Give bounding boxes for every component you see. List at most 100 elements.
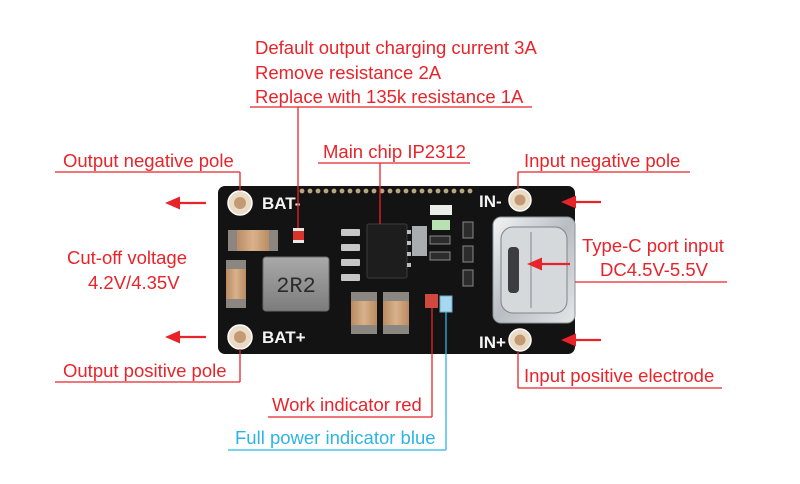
resistor-terminal: [293, 240, 304, 243]
type-c-tongue: [508, 247, 519, 293]
header-pin: [403, 188, 409, 194]
capacitor-terminal: [269, 230, 278, 251]
arrow-left-icon: [165, 330, 206, 344]
header-pin: [339, 188, 345, 194]
header-pin: [371, 188, 377, 194]
smd-pad-column: [341, 229, 360, 281]
header-pin-row: [299, 188, 473, 194]
charging-current-note-line2: Remove resistance 2A: [255, 62, 442, 83]
main-chip-label: Main chip IP2312: [323, 141, 466, 162]
capacitor-terminal: [226, 299, 246, 308]
full-power-indicator-led: [439, 295, 453, 313]
pad-hole: [514, 334, 526, 346]
smd-component: [430, 205, 452, 215]
header-pin: [427, 188, 433, 194]
header-pin: [307, 188, 313, 194]
chip-lead: [407, 252, 411, 256]
silk-bat-positive: BAT+: [262, 328, 306, 347]
charging-current-note-line3: Replace with 135k resistance 1A: [255, 86, 524, 107]
capacitor-terminal: [383, 325, 409, 334]
inductor-body: [262, 256, 330, 312]
output-positive-label: Output positive pole: [63, 360, 227, 381]
type-c-port: [492, 216, 576, 324]
capacitor-body: [383, 300, 409, 326]
smd-pad: [341, 274, 360, 281]
arrow-left-icon: [527, 257, 570, 271]
header-pin: [355, 188, 361, 194]
capacitor-terminal: [383, 292, 409, 301]
pcb-board: BAT- BAT+ IN- IN+ 2R2: [218, 186, 576, 354]
smd-resistor: [462, 269, 474, 287]
smd-pad: [341, 259, 360, 266]
header-pin: [331, 188, 337, 194]
arrow-left-icon: [561, 333, 601, 347]
capacitor-c2: [226, 260, 246, 308]
capacitor-terminal: [226, 260, 246, 269]
pad-hole: [234, 197, 246, 209]
smd-pad: [341, 244, 360, 251]
capacitor-body: [226, 268, 246, 300]
capacitor-c1: [228, 230, 278, 251]
work-indicator-label: Work indicator red: [272, 394, 422, 415]
main-chip: [366, 223, 411, 279]
arrow-head: [165, 330, 180, 344]
header-pin: [299, 188, 305, 194]
header-pin: [419, 188, 425, 194]
header-pin: [467, 188, 473, 194]
header-pin: [443, 188, 449, 194]
in-positive-pad: [508, 328, 532, 352]
header-pin: [379, 188, 385, 194]
capacitor-body: [236, 230, 270, 251]
capacitor-c3: [351, 292, 377, 334]
bat-positive-pad: [227, 324, 253, 350]
header-pin: [411, 188, 417, 194]
silk-bat-negative: BAT-: [262, 194, 300, 213]
capacitor-terminal: [228, 230, 237, 251]
work-indicator-led: [425, 294, 438, 308]
smd-pad: [341, 229, 360, 236]
cutoff-voltage-label: Cut-off voltage: [67, 247, 187, 268]
header-pin: [315, 188, 321, 194]
header-pin: [363, 188, 369, 194]
arrow-head: [165, 196, 180, 210]
type-c-seam: [530, 232, 532, 308]
input-negative-label: Input negative pole: [524, 150, 680, 171]
silk-in-positive: IN+: [479, 333, 506, 352]
header-pin: [323, 188, 329, 194]
arrow-head: [561, 195, 576, 209]
chip-lead: [407, 230, 411, 234]
capacitor-c4: [383, 292, 409, 334]
arrow-head: [561, 333, 576, 347]
capacitor-terminal: [351, 292, 377, 301]
arrow-left-icon: [165, 196, 206, 210]
arrow-head: [527, 257, 542, 271]
full-power-indicator-label: Full power indicator blue: [235, 427, 436, 448]
type-c-input-label: Type-C port input: [582, 235, 724, 256]
chip-lead: [407, 241, 411, 245]
type-c-input-range: DC4.5V-5.5V: [600, 259, 709, 280]
capacitor-terminal: [351, 325, 377, 334]
capacitor-body: [351, 300, 377, 326]
header-pin: [395, 188, 401, 194]
resistor-body: [293, 228, 304, 243]
inductor-marking: 2R2: [276, 274, 316, 299]
smd-resistor: [462, 221, 474, 239]
smd-component: [432, 220, 450, 230]
charging-current-note-line1: Default output charging current 3A: [255, 37, 537, 58]
resistor-terminal: [293, 228, 304, 231]
cutoff-voltage-value: 4.2V/4.35V: [88, 272, 180, 293]
chip-lead: [407, 263, 411, 267]
header-pin: [459, 188, 465, 194]
chip-package: [366, 223, 408, 279]
smd-resistor: [429, 235, 451, 245]
arrow-left-icon: [561, 195, 601, 209]
silk-in-negative: IN-: [479, 192, 502, 211]
header-pin: [387, 188, 393, 194]
current-set-resistor: [293, 228, 304, 243]
smd-resistor: [462, 245, 474, 263]
header-pin: [435, 188, 441, 194]
bat-negative-pad: [227, 190, 253, 216]
pad-hole: [514, 194, 526, 206]
pad-hole: [234, 331, 246, 343]
